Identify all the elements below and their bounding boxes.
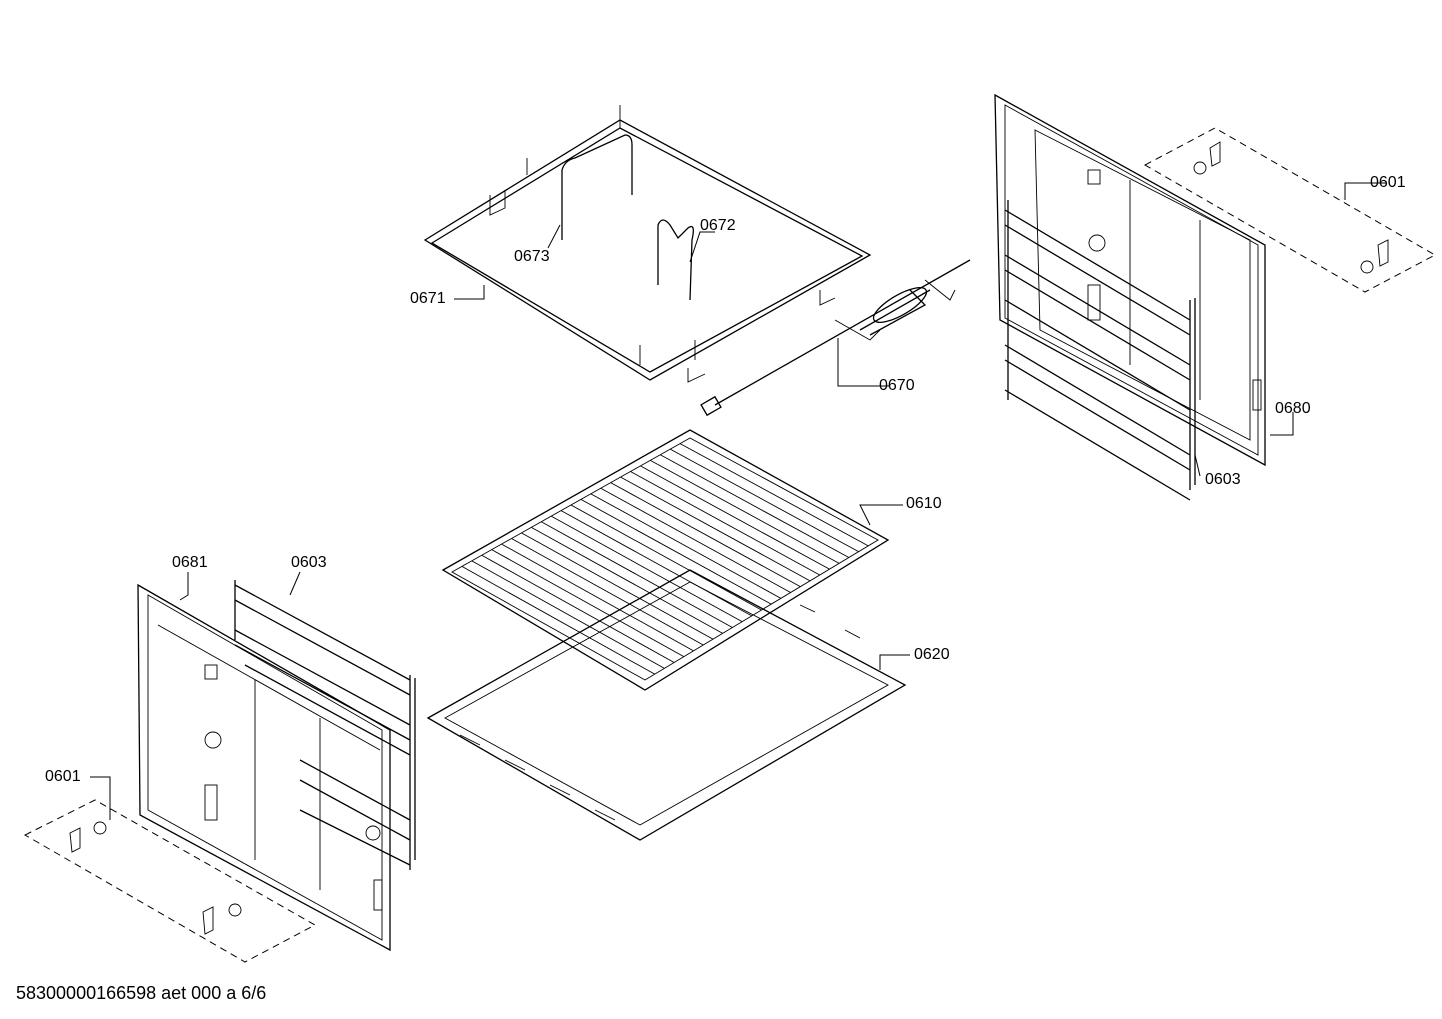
wire-shelf-part: [441, 429, 890, 691]
shelf-wire: [501, 543, 694, 652]
side-panel-right-part: [994, 93, 1266, 467]
shelf-wire: [590, 493, 782, 599]
label-0601-right: 0601: [1370, 174, 1406, 191]
shelf-wire: [610, 482, 801, 588]
shelf-wire: [640, 465, 830, 570]
baking-tray-part: [426, 569, 907, 841]
shelf-wire: [550, 515, 743, 623]
shelf-wire: [521, 532, 714, 640]
shelf-wire: [669, 448, 859, 553]
side-panel-left-part: [137, 583, 391, 952]
label-0670: 0670: [879, 377, 915, 394]
shelf-wire: [630, 471, 820, 576]
label-0671: 0671: [410, 290, 446, 307]
document-footer-id: 58300000166598 aet 000 a 6/6: [16, 983, 267, 1003]
label-0620: 0620: [914, 646, 950, 663]
shelf-wire: [620, 476, 811, 582]
rotisserie-part: [700, 259, 971, 417]
shelf-wire: [511, 538, 704, 646]
label-0673: 0673: [514, 248, 550, 265]
label-0603-left: 0603: [291, 554, 327, 571]
label-0610: 0610: [906, 495, 942, 512]
label-0672: 0672: [700, 217, 736, 234]
clip-right-part: [1143, 127, 1437, 293]
rack-support-0672-part: [657, 219, 694, 301]
shelf-wire: [491, 549, 685, 658]
shelf-wire: [481, 554, 675, 663]
rack-support-0673-part: [561, 134, 633, 240]
label-0603-right: 0603: [1205, 471, 1241, 488]
label-0601-left: 0601: [45, 768, 81, 785]
shelf-wire: [541, 521, 733, 628]
shelf-runner-right-part: [1004, 200, 1196, 501]
shelf-wire: [531, 526, 723, 634]
rack-frame-part: [423, 105, 872, 383]
label-0680: 0680: [1275, 400, 1311, 417]
shelf-wire: [650, 459, 840, 564]
leader-lines: [90, 182, 1386, 820]
shelf-wire: [580, 499, 772, 605]
shelf-wire: [560, 510, 753, 617]
shelf-wire: [600, 487, 791, 593]
label-0681: 0681: [172, 554, 208, 571]
shelf-wire: [461, 566, 655, 675]
shelf-wire: [679, 443, 869, 547]
shelf-runner-left-part: [234, 580, 416, 870]
clip-left-part: [23, 799, 317, 963]
shelf-wire: [570, 504, 762, 611]
shelf-wire: [660, 454, 850, 558]
shelf-wire: [471, 560, 665, 669]
